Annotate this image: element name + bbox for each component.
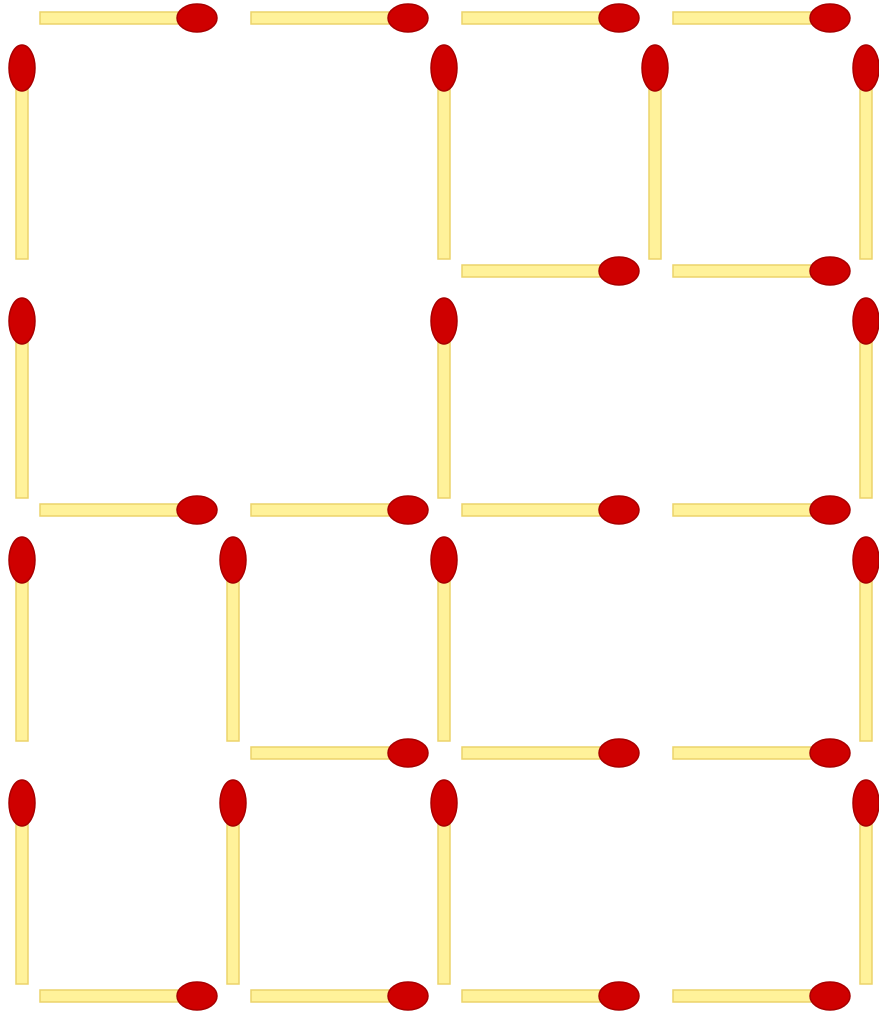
horizontal-matchstick[interactable] — [40, 982, 217, 1010]
match-stick — [251, 504, 405, 516]
horizontal-matchstick[interactable] — [462, 739, 639, 767]
match-stick — [673, 504, 827, 516]
horizontal-matchstick[interactable] — [251, 4, 428, 32]
match-stick — [251, 12, 405, 24]
match-head — [9, 45, 35, 91]
match-head — [853, 537, 879, 583]
match-stick — [227, 566, 239, 741]
match-head — [810, 739, 850, 767]
match-head — [9, 780, 35, 826]
match-head — [810, 257, 850, 285]
match-head — [431, 780, 457, 826]
match-head — [642, 45, 668, 91]
horizontal-matchstick[interactable] — [462, 496, 639, 524]
match-head — [9, 298, 35, 344]
matches-layer — [9, 4, 879, 1010]
vertical-matchstick[interactable] — [853, 537, 879, 741]
vertical-matchstick[interactable] — [431, 537, 457, 741]
match-head — [388, 739, 428, 767]
horizontal-matchstick[interactable] — [40, 4, 217, 32]
horizontal-matchstick[interactable] — [462, 982, 639, 1010]
match-stick — [16, 74, 28, 259]
match-stick — [673, 747, 827, 759]
match-head — [599, 257, 639, 285]
match-stick — [462, 747, 616, 759]
match-stick — [673, 990, 827, 1002]
match-stick — [40, 12, 194, 24]
vertical-matchstick[interactable] — [853, 45, 879, 259]
horizontal-matchstick[interactable] — [40, 496, 217, 524]
match-stick — [673, 12, 827, 24]
match-stick — [40, 990, 194, 1002]
match-head — [599, 496, 639, 524]
vertical-matchstick[interactable] — [9, 45, 35, 259]
vertical-matchstick[interactable] — [220, 780, 246, 984]
horizontal-matchstick[interactable] — [673, 257, 850, 285]
match-head — [810, 982, 850, 1010]
horizontal-matchstick[interactable] — [673, 739, 850, 767]
match-head — [599, 982, 639, 1010]
vertical-matchstick[interactable] — [853, 780, 879, 984]
match-head — [220, 537, 246, 583]
horizontal-matchstick[interactable] — [673, 496, 850, 524]
match-head — [431, 298, 457, 344]
match-stick — [40, 504, 194, 516]
match-stick — [438, 74, 450, 259]
match-stick — [649, 74, 661, 259]
vertical-matchstick[interactable] — [642, 45, 668, 259]
match-stick — [860, 74, 872, 259]
vertical-matchstick[interactable] — [9, 298, 35, 498]
vertical-matchstick[interactable] — [431, 45, 457, 259]
match-stick — [251, 990, 405, 1002]
match-head — [853, 45, 879, 91]
match-head — [9, 537, 35, 583]
match-stick — [438, 809, 450, 984]
match-head — [388, 4, 428, 32]
match-stick — [438, 566, 450, 741]
match-stick — [860, 327, 872, 498]
horizontal-matchstick[interactable] — [251, 739, 428, 767]
match-head — [177, 4, 217, 32]
match-head — [431, 45, 457, 91]
match-stick — [673, 265, 827, 277]
match-stick — [251, 747, 405, 759]
match-stick — [462, 990, 616, 1002]
horizontal-matchstick[interactable] — [462, 4, 639, 32]
match-stick — [462, 12, 616, 24]
vertical-matchstick[interactable] — [9, 780, 35, 984]
match-stick — [438, 327, 450, 498]
match-head — [177, 982, 217, 1010]
match-head — [388, 496, 428, 524]
horizontal-matchstick[interactable] — [673, 4, 850, 32]
match-head — [177, 496, 217, 524]
match-stick — [462, 265, 616, 277]
match-head — [599, 4, 639, 32]
match-stick — [860, 566, 872, 741]
match-head — [853, 298, 879, 344]
match-stick — [16, 809, 28, 984]
vertical-matchstick[interactable] — [431, 780, 457, 984]
horizontal-matchstick[interactable] — [462, 257, 639, 285]
match-stick — [16, 327, 28, 498]
horizontal-matchstick[interactable] — [251, 496, 428, 524]
match-stick — [227, 809, 239, 984]
match-head — [810, 4, 850, 32]
match-stick — [462, 504, 616, 516]
horizontal-matchstick[interactable] — [251, 982, 428, 1010]
vertical-matchstick[interactable] — [853, 298, 879, 498]
horizontal-matchstick[interactable] — [673, 982, 850, 1010]
match-stick — [16, 566, 28, 741]
vertical-matchstick[interactable] — [220, 537, 246, 741]
vertical-matchstick[interactable] — [9, 537, 35, 741]
match-head — [388, 982, 428, 1010]
match-stick — [860, 809, 872, 984]
match-head — [599, 739, 639, 767]
vertical-matchstick[interactable] — [431, 298, 457, 498]
match-head — [220, 780, 246, 826]
match-head — [810, 496, 850, 524]
match-head — [853, 780, 879, 826]
match-head — [431, 537, 457, 583]
